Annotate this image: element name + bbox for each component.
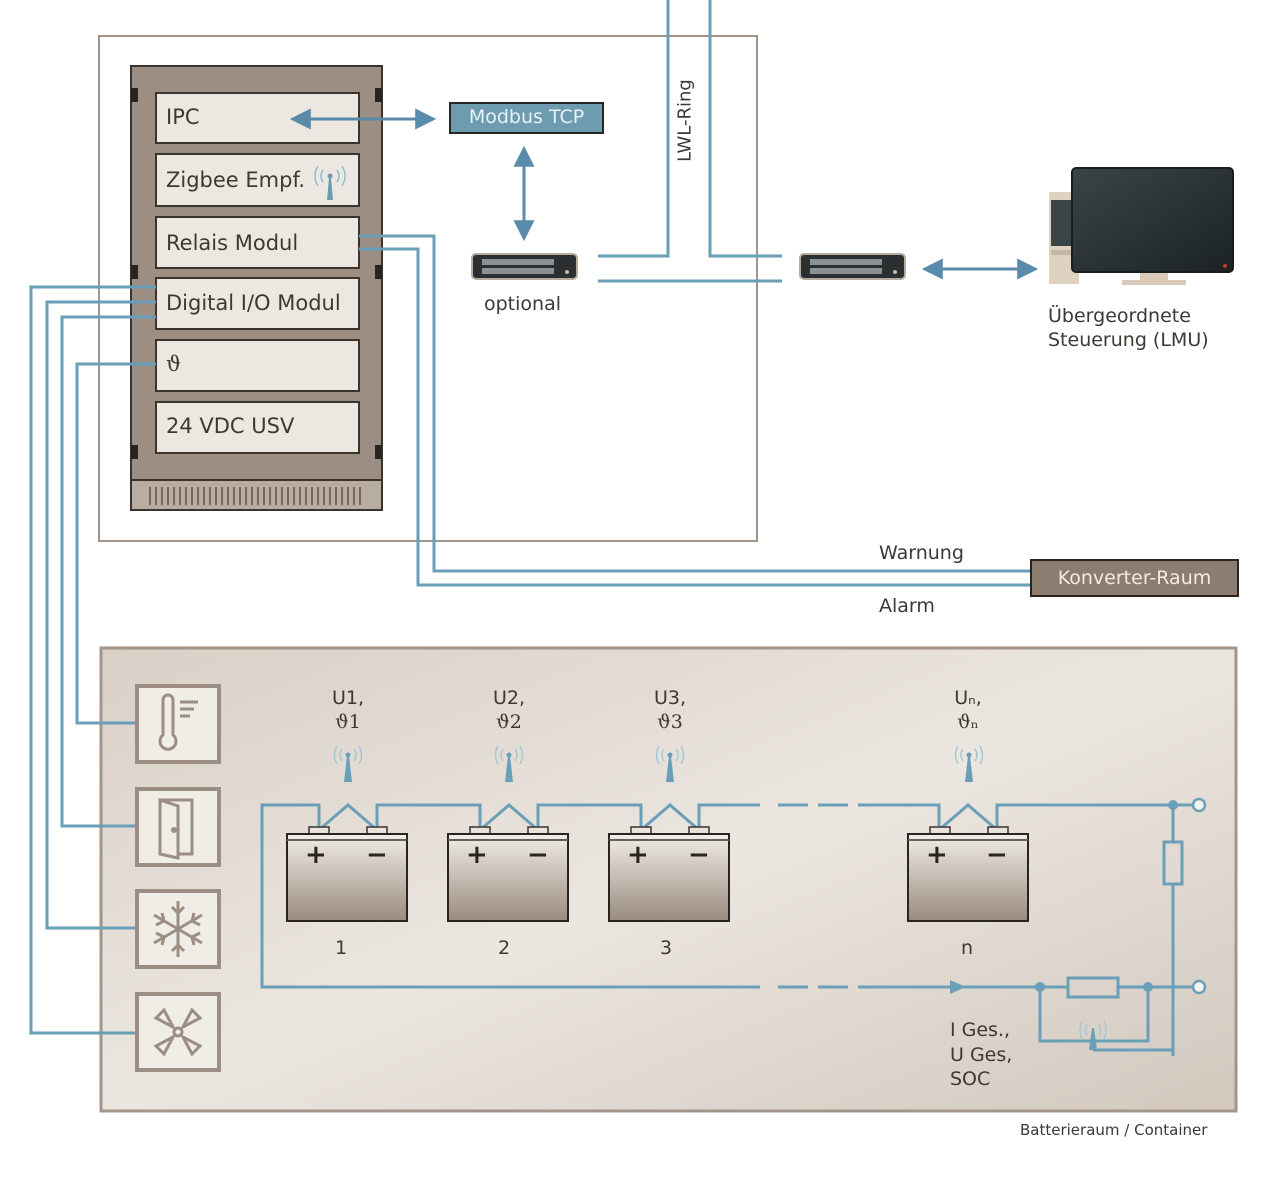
battery-cell-3	[608, 826, 730, 922]
module-relais-label: Relais Modul	[166, 231, 299, 255]
host-computer-icon	[1049, 167, 1234, 285]
thermometer-icon	[158, 693, 198, 751]
module-ipc-label: IPC	[166, 105, 200, 129]
battery-string-wire	[260, 803, 1192, 1056]
sensor-temperature	[135, 684, 221, 764]
relais-signal-wires	[359, 234, 1031, 587]
switch-optional-label: optional	[484, 293, 562, 315]
current-direction-arrow	[950, 980, 966, 994]
modbus-tcp-label: Modbus TCP	[468, 106, 585, 128]
module-temperature-label: ϑ	[166, 352, 182, 376]
wireless-antenna-icon	[333, 745, 363, 782]
battery-n-meas-line1: Uₙ,	[954, 687, 982, 709]
battery-n-index: n	[960, 937, 974, 959]
door-icon	[158, 797, 194, 860]
host-label-line2: Steuerung (LMU)	[1048, 329, 1209, 351]
battery-n-meas-line2: ϑₙ	[957, 711, 979, 733]
terminal-negative	[1191, 979, 1207, 995]
total-label-line1: I Ges.,	[950, 1019, 1011, 1041]
lwl-ring-label: LWL-Ring	[674, 79, 696, 162]
battery-cells	[286, 745, 1029, 922]
battery-3-minus: −	[688, 840, 710, 870]
total-label-line3: SOC	[950, 1068, 991, 1090]
junction-dots	[1035, 800, 1178, 992]
battery-2-meas-line1: U2,	[492, 687, 526, 709]
battery-1-meas-line2: ϑ1	[335, 711, 361, 733]
konverter-raum-label: Konverter-Raum	[1057, 567, 1212, 589]
battery-1-index: 1	[334, 937, 348, 959]
snowflake-icon	[153, 901, 203, 957]
module-zigbee	[155, 153, 360, 207]
battery-cell-1	[286, 826, 408, 922]
battery-2-meas-line2: ϑ2	[496, 711, 522, 733]
host-label-line1: Übergeordnete	[1048, 305, 1191, 327]
module-zigbee-label: Zigbee Empf.	[166, 168, 305, 192]
terminal-positive	[1191, 797, 1207, 813]
module-relais	[155, 216, 360, 269]
battery-2-minus: −	[527, 840, 549, 870]
battery-1-minus: −	[366, 840, 388, 870]
battery-3-meas-line2: ϑ3	[657, 711, 683, 733]
battery-cell-2	[447, 826, 569, 922]
lwl-ring-lines	[598, 0, 782, 283]
battery-3-meas-line1: U3,	[653, 687, 687, 709]
shunt-resistor-icon	[1066, 976, 1120, 999]
module-usv	[155, 401, 360, 454]
battery-cell-n	[907, 826, 1029, 922]
warning-label: Warnung	[879, 542, 964, 564]
module-digital-io	[155, 277, 360, 330]
total-label-line2: U Ges,	[950, 1044, 1013, 1066]
alarm-label: Alarm	[879, 595, 935, 617]
battery-2-plus: +	[466, 840, 488, 870]
wireless-antenna-icon	[494, 745, 524, 782]
battery-n-minus: −	[986, 840, 1008, 870]
battery-room-caption: Batterieraum / Container	[1020, 1121, 1208, 1139]
sensor-ventilation	[135, 992, 221, 1072]
wireless-antenna-icon	[655, 745, 685, 782]
modbus-tcp-box	[449, 102, 604, 134]
wireless-antenna-icon	[314, 165, 346, 200]
battery-1-meas-line1: U1,	[331, 687, 365, 709]
module-temperature	[155, 339, 360, 392]
shunt-antenna-icon	[1079, 1020, 1107, 1050]
battery-2-index: 2	[497, 937, 511, 959]
module-digital-io-label: Digital I/O Modul	[166, 291, 341, 315]
battery-n-plus: +	[926, 840, 948, 870]
network-switch-optional	[471, 253, 578, 280]
battery-1-plus: +	[305, 840, 327, 870]
fuse-icon	[1162, 840, 1184, 886]
wireless-antenna-icon	[954, 745, 984, 782]
sensor-wires	[29, 285, 156, 1035]
network-switch-host	[799, 253, 906, 280]
module-usv-label: 24 VDC USV	[166, 414, 295, 438]
battery-3-index: 3	[659, 937, 673, 959]
battery-3-plus: +	[627, 840, 649, 870]
fan-icon	[153, 1007, 203, 1057]
konverter-raum-box	[1030, 559, 1239, 597]
